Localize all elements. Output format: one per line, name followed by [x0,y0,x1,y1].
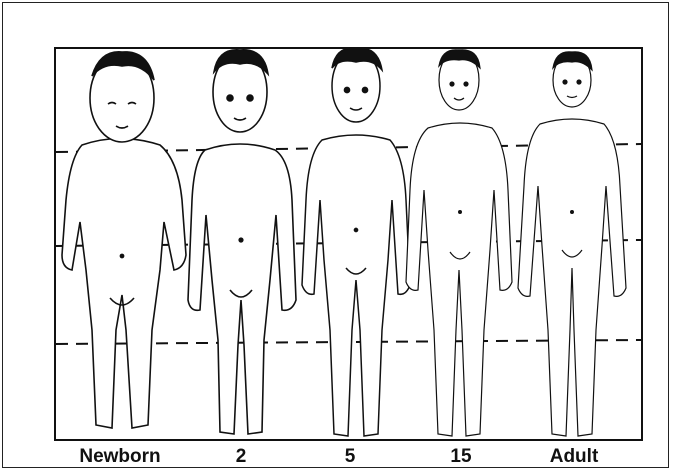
label-age-2: 2 [236,446,247,468]
label-adult: Adult [550,446,599,468]
label-newborn: Newborn [79,446,160,468]
figure-adult [518,52,626,436]
figure-newborn [62,52,186,428]
label-age-5: 5 [345,446,356,468]
label-age-15: 15 [450,446,471,468]
figure-age-2 [188,50,296,434]
figure-age-5 [302,48,410,436]
